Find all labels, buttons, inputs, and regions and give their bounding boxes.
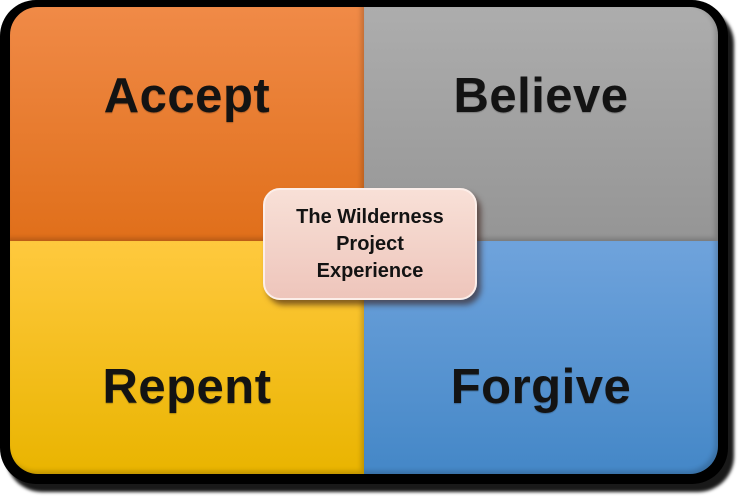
quadrant-repent: Repent [10, 240, 364, 474]
center-title-line-2: Project [336, 232, 404, 255]
center-title-line-3: Experience [316, 259, 424, 282]
quadrant-repent-label: Repent [102, 360, 272, 415]
quadrant-believe-label: Believe [453, 68, 629, 123]
diagram-frame: Accept Believe Repent Forgive [0, 0, 728, 484]
quadrant-grid: Accept Believe Repent Forgive [10, 7, 718, 474]
center-title-box: The Wilderness Project Experience [263, 188, 477, 300]
quadrant-accept-label: Accept [103, 68, 271, 123]
center-title-line-1: The Wilderness [296, 205, 444, 228]
quadrant-forgive-label: Forgive [450, 360, 632, 415]
